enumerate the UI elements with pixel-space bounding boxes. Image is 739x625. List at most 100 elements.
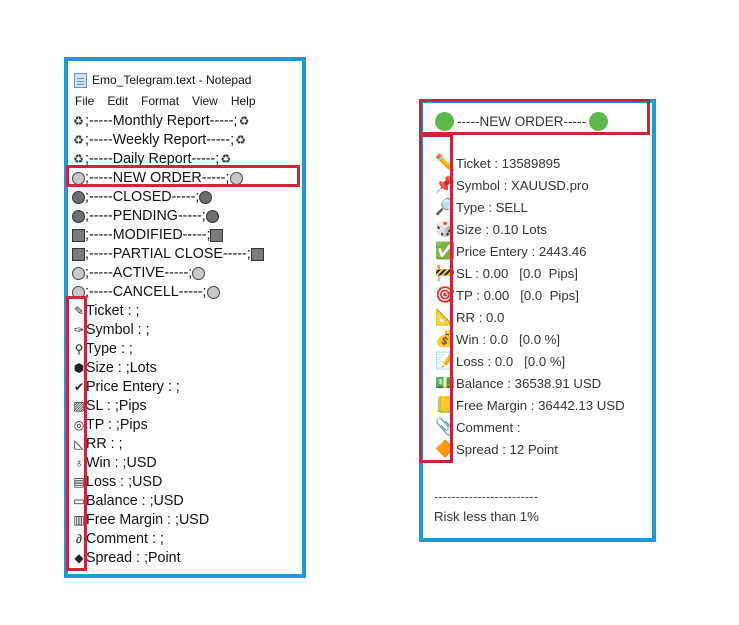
recycle-icon: ♻ <box>73 133 84 147</box>
message-row-text: Symbol : XAUUSD.pro <box>456 178 589 193</box>
notepad-line-text: Free Margin : ;USD <box>86 512 210 528</box>
notepad-line-text: Loss : ;USD <box>86 474 163 490</box>
checkmark-icon: ✅ <box>435 243 455 260</box>
dark-square-icon <box>250 248 264 261</box>
notepad-line-text: Type : ; <box>86 341 133 357</box>
message-row-text: Free Margin : 36442.13 USD <box>456 398 625 413</box>
message-row-text: Type : SELL <box>456 200 528 215</box>
ledger-icon: 📒 <box>435 397 455 414</box>
pushpin-icon: ✑ <box>73 323 85 337</box>
message-row-text: Price Entery : 2443.46 <box>456 244 587 259</box>
notepad-line: ♻;-----Daily Report-----;♻ <box>72 150 264 169</box>
notepad-line-text: Price Entery : ; <box>86 379 180 395</box>
target-icon: 🎯 <box>435 287 455 304</box>
highlight-emoji-column <box>419 134 453 463</box>
die-icon: 🎲 <box>435 221 455 238</box>
message-row-text: Comment : <box>456 420 521 435</box>
message-row: ✏️Ticket : 13589895 <box>434 153 625 175</box>
message-header: -----NEW ORDER----- <box>435 112 608 131</box>
notepad-line-text: ;-----CLOSED-----; <box>85 189 200 205</box>
risk-note: Risk less than 1% <box>434 509 539 524</box>
green-circle-icon <box>435 112 454 131</box>
telegram-message-card: -----NEW ORDER----- ✏️Ticket : 13589895 📌… <box>419 99 656 542</box>
menu-format[interactable]: Format <box>141 94 180 108</box>
notepad-line-text: SL : ;Pips <box>86 398 147 414</box>
message-row-text: RR : 0.0 <box>456 310 505 325</box>
magnifier-icon: 🔎 <box>435 199 455 216</box>
menu-view[interactable]: View <box>192 94 218 108</box>
light-circle-icon <box>206 286 220 299</box>
dark-square-icon <box>72 248 85 261</box>
message-row-text: Win : 0.0 [0.0 %] <box>456 332 561 347</box>
notepad-line: ◺RR : ; <box>72 435 264 454</box>
pencil-icon: ✎ <box>73 304 85 318</box>
message-row: 💰Win : 0.0 [0.0 %] <box>434 329 625 351</box>
triangle-ruler-icon: 📐 <box>435 309 455 326</box>
notepad-line: ✎Ticket : ; <box>72 302 264 321</box>
notepad-line: ◆Spread : ;Point <box>72 549 264 568</box>
money-bag-icon: ♁ <box>74 456 84 470</box>
target-icon: ◎ <box>73 418 85 432</box>
message-row: 📝Loss : 0.0 [0.0 %] <box>434 351 625 373</box>
menu-help[interactable]: Help <box>230 94 256 108</box>
notepad-menubar: File Edit Format View Help <box>75 94 256 108</box>
notepad-line-text: ;-----CANCELL-----; <box>85 284 207 300</box>
dark-circle-icon <box>72 210 85 223</box>
notepad-line: ;-----PENDING-----; <box>72 207 264 226</box>
message-row: 📒Free Margin : 36442.13 USD <box>434 395 625 417</box>
message-row: ✅Price Entery : 2443.46 <box>434 241 625 263</box>
notepad-line: ◎TP : ;Pips <box>72 416 264 435</box>
notepad-line-text: Balance : ;USD <box>86 493 184 509</box>
recycle-icon: ♻ <box>220 152 232 166</box>
diamond-icon: ◆ <box>74 551 84 565</box>
menu-edit[interactable]: Edit <box>107 94 129 108</box>
notepad-line: ▭Balance : ;USD <box>72 492 264 511</box>
die-icon: ⬢ <box>73 361 85 375</box>
notepad-line-text: ;-----PARTIAL CLOSE-----; <box>85 246 251 262</box>
notepad-line-text: Size : ;Lots <box>86 360 157 376</box>
notepad-line: ;-----MODIFIED-----; <box>72 226 264 245</box>
highlight-new-order-line <box>66 165 300 187</box>
menu-file[interactable]: File <box>75 94 95 108</box>
notepad-line-text: Ticket : ; <box>86 303 140 319</box>
recycle-icon: ♻ <box>73 114 84 128</box>
paperclip-icon: 📎 <box>435 419 455 436</box>
pushpin-icon: 📌 <box>435 177 455 194</box>
notepad-line: ♻;-----Weekly Report-----;♻ <box>72 131 264 150</box>
magnifier-icon: ⚲ <box>74 342 84 356</box>
dark-square-icon <box>72 229 85 242</box>
recycle-icon: ♻ <box>235 133 246 147</box>
notepad-line: ✔Price Entery : ; <box>72 378 264 397</box>
ledger-icon: ▥ <box>73 513 85 527</box>
dark-circle-icon <box>199 191 213 204</box>
message-row: 🔎Type : SELL <box>434 197 625 219</box>
notepad-line-text: ;-----MODIFIED-----; <box>85 227 211 243</box>
notepad-line: ✑Symbol : ; <box>72 321 264 340</box>
notepad-line-text: TP : ;Pips <box>86 417 148 433</box>
header-text: -----NEW ORDER----- <box>457 114 586 129</box>
light-circle-icon <box>72 267 85 280</box>
message-row: 🎲Size : 0.10 Lots <box>434 219 625 241</box>
notepad-line-text: ;-----NEW ORDER-----; <box>85 170 230 186</box>
notepad-line: ;-----ACTIVE-----; <box>72 264 264 283</box>
notepad-window: Emo_Telegram.text - Notepad File Edit Fo… <box>64 57 306 578</box>
banknote-icon: 💵 <box>435 375 455 392</box>
message-row-text: SL : 0.00 [0.0 Pips] <box>456 266 578 281</box>
message-divider: ------------------------ <box>434 489 538 504</box>
dark-square-icon <box>210 229 224 242</box>
notepad-line: ;-----PARTIAL CLOSE-----; <box>72 245 264 264</box>
checkmark-icon: ✔ <box>73 380 85 394</box>
dark-circle-icon <box>205 210 219 223</box>
message-row: 🚧SL : 0.00 [0.0 Pips] <box>434 263 625 285</box>
notepad-line: ♁Win : ;USD <box>72 454 264 473</box>
notepad-line: ;-----CLOSED-----; <box>72 188 264 207</box>
notepad-line-text: ;-----Weekly Report-----; <box>85 132 235 148</box>
banknote-icon: ▭ <box>73 494 85 508</box>
notepad-line-text: Symbol : ; <box>86 322 150 338</box>
notepad-line-text: Win : ;USD <box>86 455 157 471</box>
message-row: 📐RR : 0.0 <box>434 307 625 329</box>
message-body: ✏️Ticket : 13589895📌Symbol : XAUUSD.pro🔎… <box>434 153 625 461</box>
memo-icon: 📝 <box>435 353 455 370</box>
notepad-text-area[interactable]: ♻;-----Monthly Report-----;♻♻;-----Weekl… <box>72 112 264 568</box>
construction-icon: ▨ <box>73 399 85 413</box>
